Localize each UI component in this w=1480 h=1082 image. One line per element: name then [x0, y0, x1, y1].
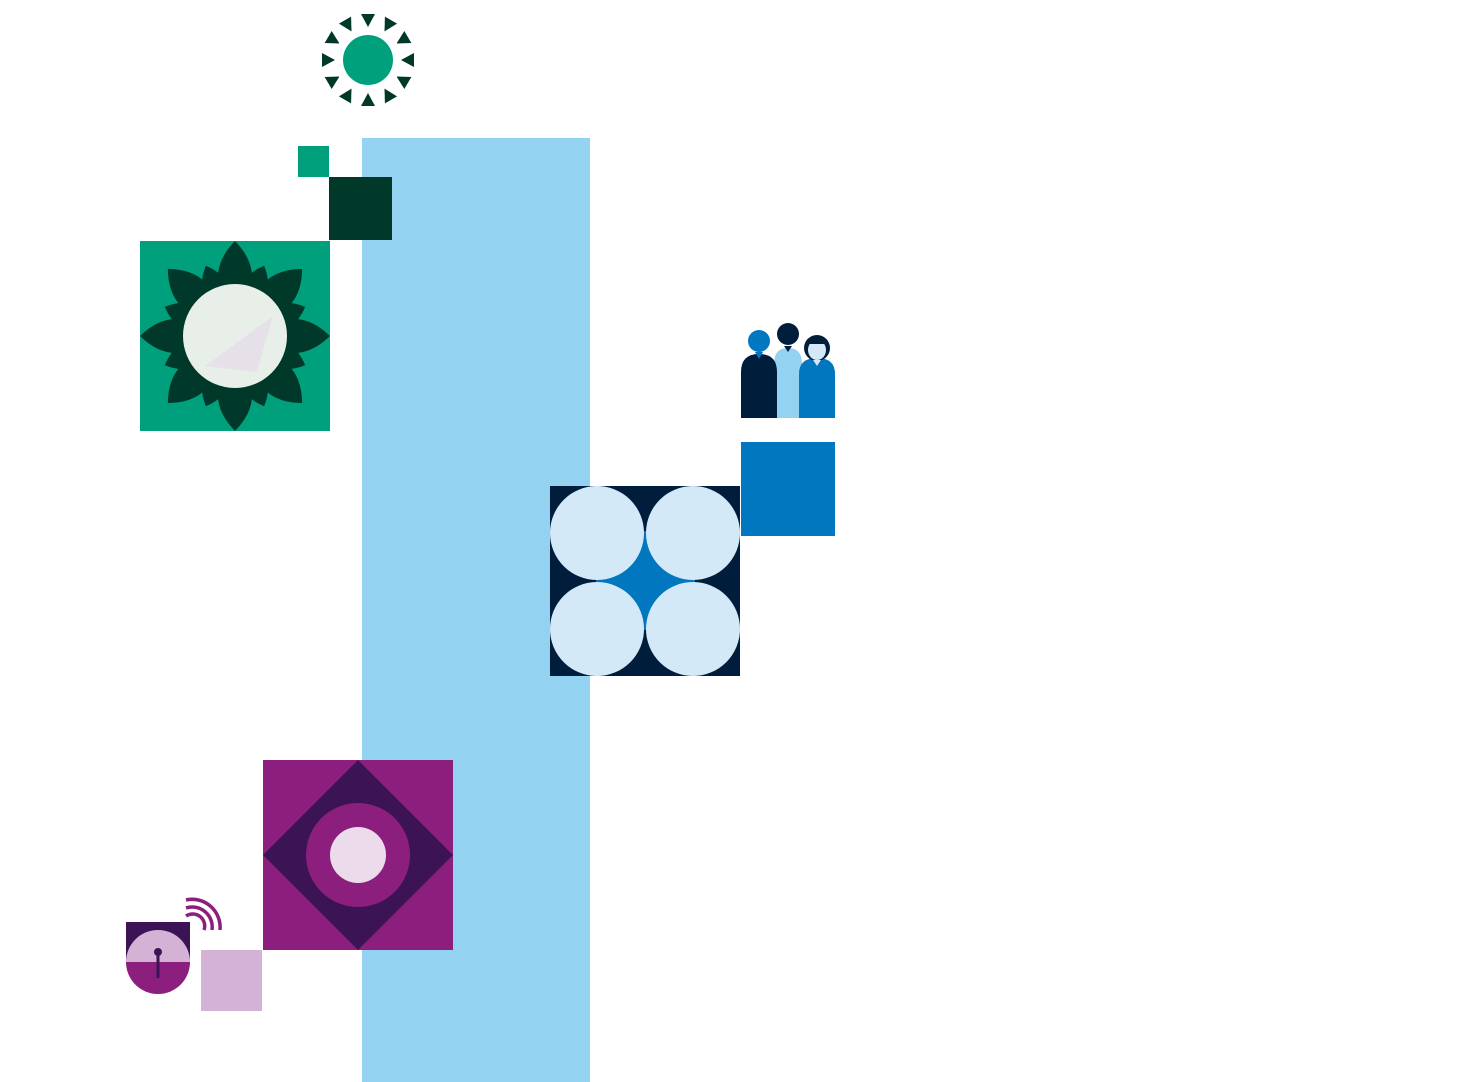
- sun-icon: [322, 14, 414, 106]
- eight-point-star-tile: [140, 241, 330, 431]
- lilac-square: [201, 950, 262, 1011]
- sun-ray: [324, 30, 340, 44]
- sun-ray: [324, 76, 340, 90]
- sun-ray: [396, 76, 412, 90]
- quatrefoil-circles-tile: [550, 486, 740, 676]
- sun-ray: [401, 53, 414, 67]
- sun-ray: [384, 16, 398, 32]
- sun-ray: [322, 53, 335, 67]
- sun-ray: [338, 16, 352, 32]
- sun-ray: [361, 14, 375, 27]
- people-group-icon: [741, 323, 835, 418]
- sun-ray: [384, 88, 398, 104]
- blue-square: [741, 442, 835, 536]
- sun-ray: [338, 88, 352, 104]
- small-teal-square: [298, 146, 329, 177]
- sun-ray: [361, 93, 375, 106]
- dark-green-square: [329, 177, 392, 240]
- concentric-diamond-tile: [263, 760, 453, 950]
- sun-ray: [396, 30, 412, 44]
- wireless-lock-icon: [126, 897, 222, 994]
